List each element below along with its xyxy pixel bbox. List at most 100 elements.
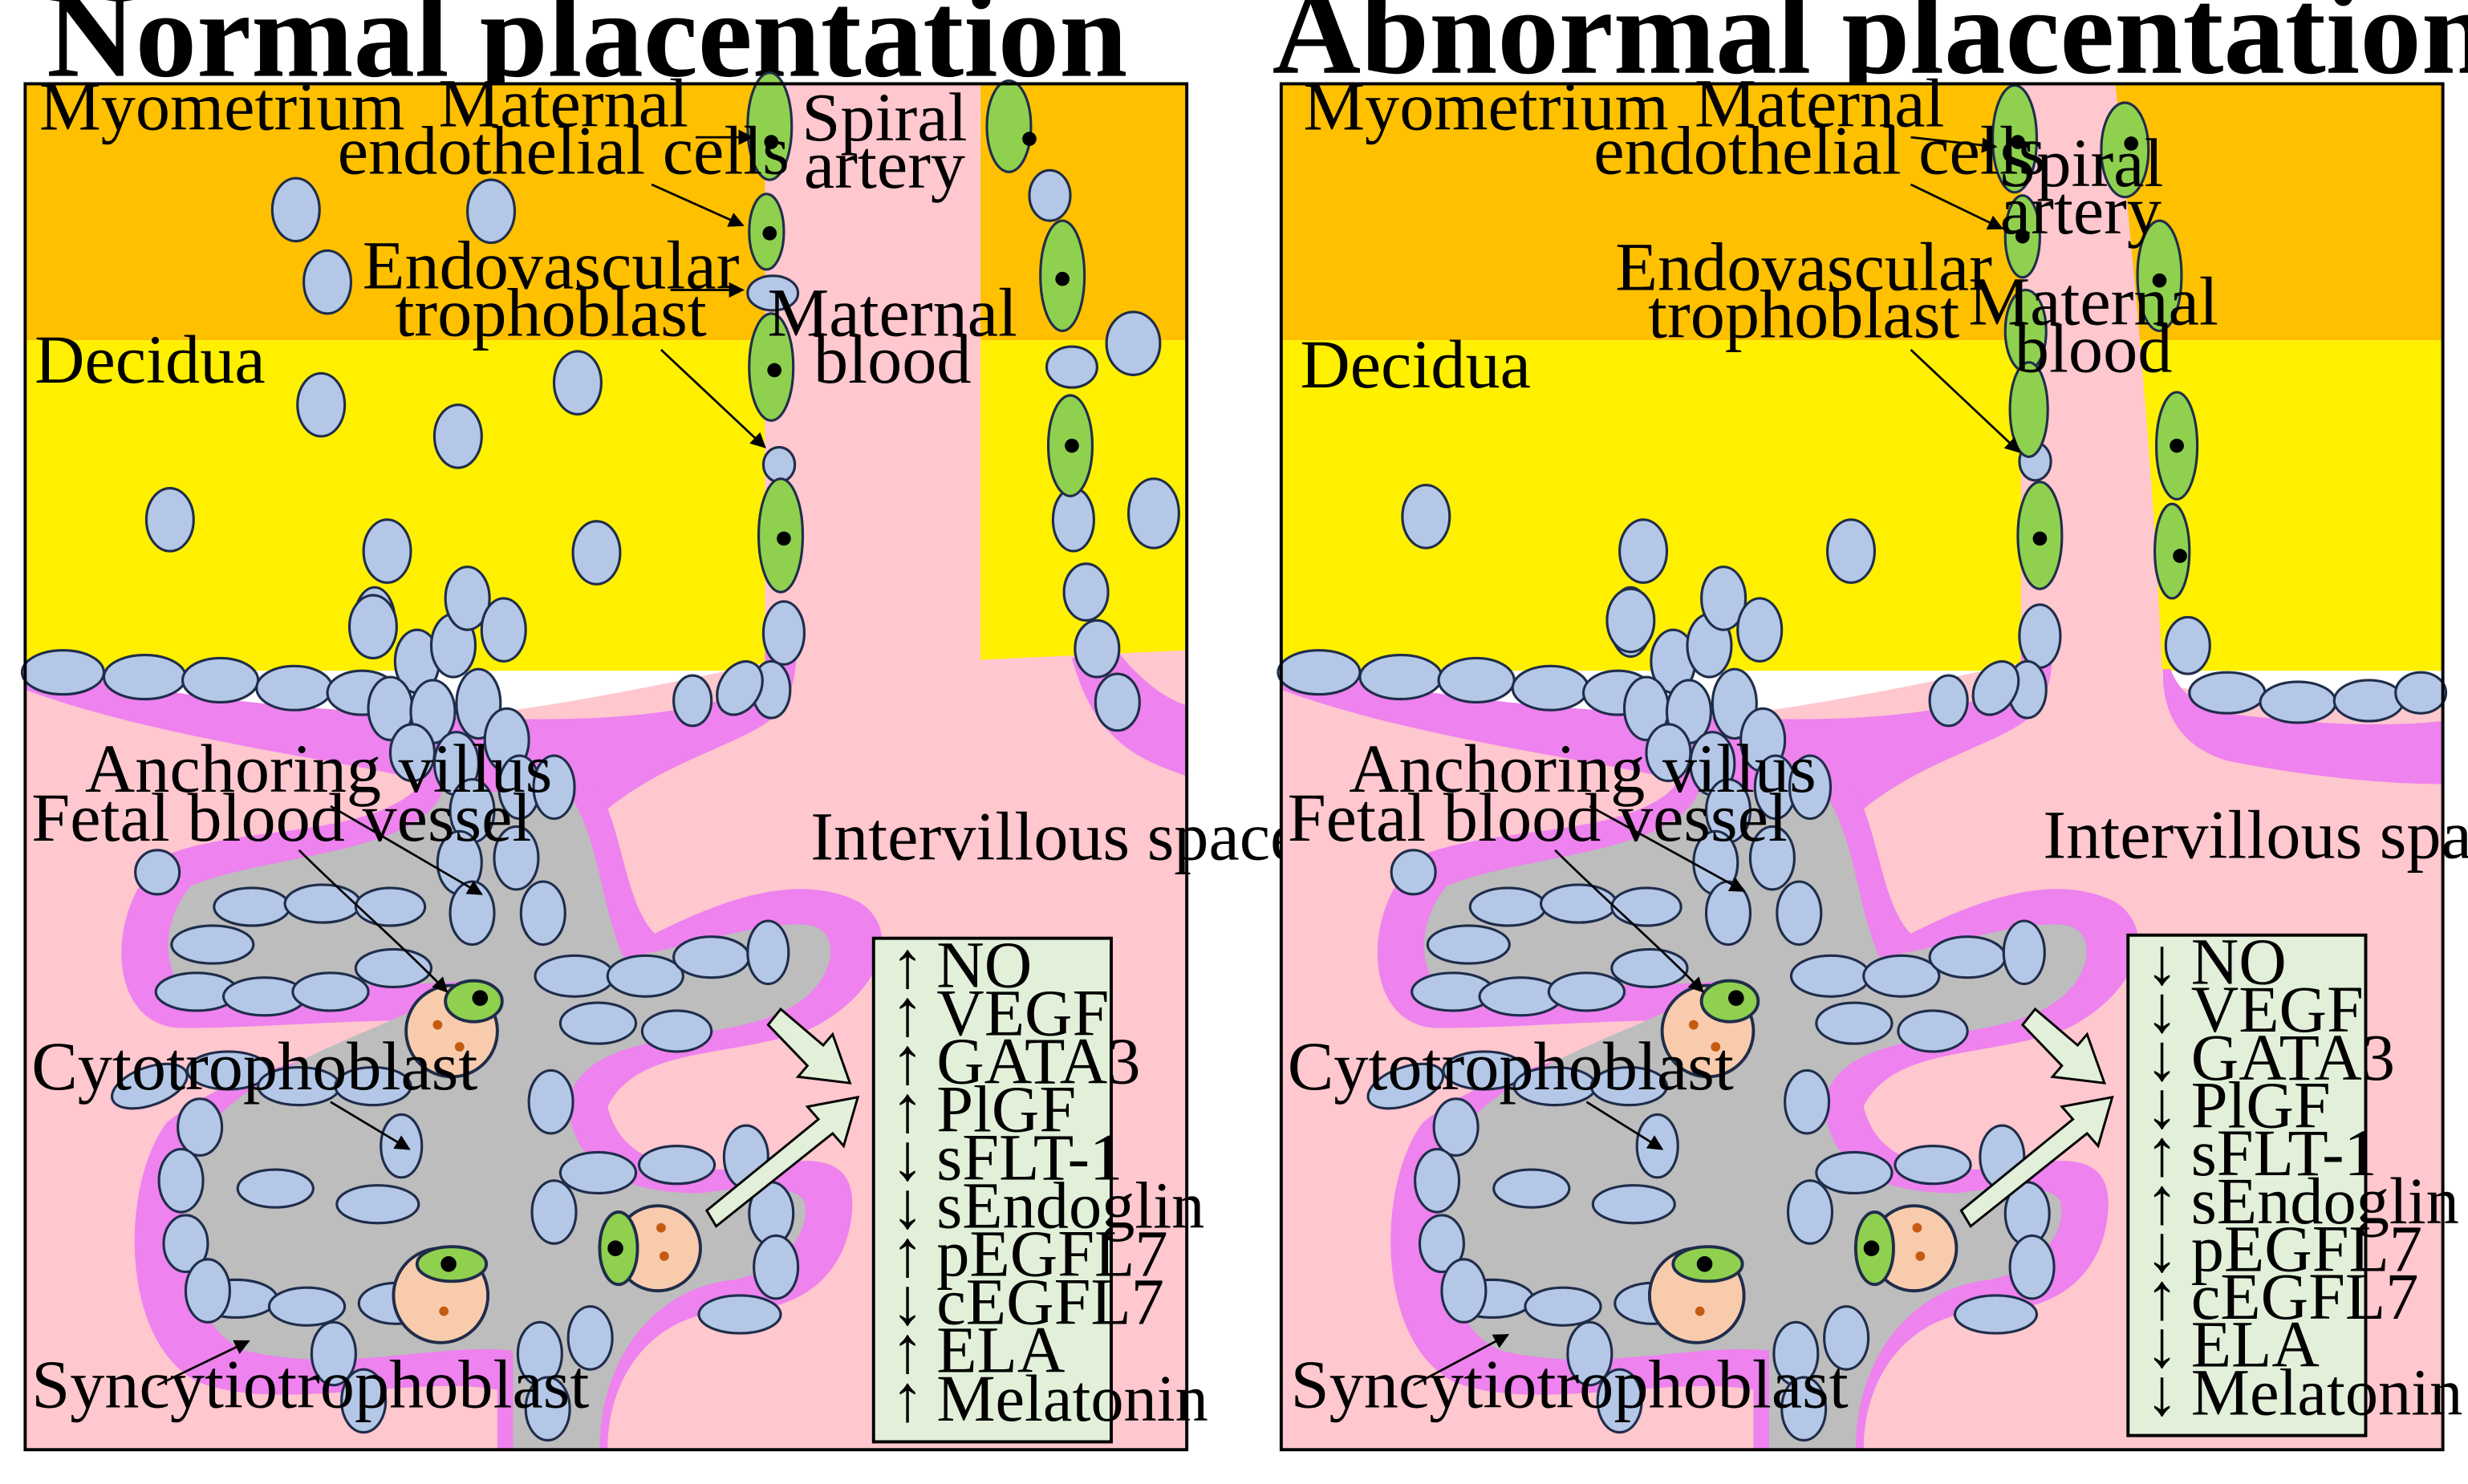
trophoblast-cell <box>761 600 806 666</box>
invading-trophoblast-cell <box>347 594 398 660</box>
trophoblast-cell <box>134 849 181 896</box>
pointer-arrow <box>330 805 483 895</box>
label-fetal-blood-vessel: Fetal blood vessel <box>1288 779 1788 856</box>
label-spiral-1: Spiral <box>1998 124 2163 201</box>
trophoblast-cell <box>524 1376 571 1442</box>
trophoblast-cell <box>1815 1001 1894 1045</box>
factor-item: ↓cEGFL7 <box>891 1266 1164 1339</box>
label-anchoring-villus: Anchoring villus <box>1349 730 1816 807</box>
trophoblast-cell <box>1953 1294 2039 1335</box>
trophoblast-cell <box>162 1214 209 1274</box>
factor-name: sFLT-1 <box>936 1121 1122 1194</box>
trophoblast-cell <box>1105 310 1162 376</box>
trophoblast-cell <box>2188 671 2267 715</box>
block-arrow <box>2020 1007 2107 1085</box>
factor-name: Melatonin <box>936 1362 1208 1435</box>
factor-item: ↑NO <box>891 928 1032 1001</box>
factor-name: GATA3 <box>2191 1021 2395 1094</box>
trophoblast-cell <box>1591 1184 1676 1225</box>
up-arrow-icon: ↑ <box>891 1025 923 1098</box>
red-blood-cell <box>656 1222 666 1233</box>
up-arrow-icon: ↑ <box>891 1218 923 1291</box>
decidua-layer <box>1281 340 2443 671</box>
trophoblast-cell <box>1426 924 1511 965</box>
factor-item: ↑Melatonin <box>891 1362 1208 1435</box>
trophoblast-cell <box>2008 1234 2056 1300</box>
myometrium-layer <box>1281 83 2443 341</box>
cell-nucleus <box>2173 549 2187 563</box>
trophoblast-cell <box>746 274 800 312</box>
factor-item: ↓VEGF <box>2145 973 2364 1046</box>
label-intervillous-space: Intervillous space <box>2043 797 2468 874</box>
trophoblast-cells <box>20 168 1180 1442</box>
trophoblast-cell <box>1596 1368 1643 1434</box>
endothelial-cells <box>746 71 1094 594</box>
trophoblast-cell <box>1440 1258 1488 1324</box>
trophoblast-cell <box>1776 880 1823 947</box>
factor-name: pEGFL7 <box>936 1218 1167 1291</box>
label-maternal-endothelial-2: endothelial cells <box>1593 112 2045 189</box>
cell-nucleus <box>1055 271 1070 286</box>
cell-nucleus <box>762 225 777 241</box>
label-decidua: Decidua <box>35 321 266 398</box>
factor-name: ELA <box>936 1314 1065 1387</box>
trophoblast-cell <box>181 656 260 703</box>
trophoblast-cell <box>2002 919 2046 986</box>
label-fetal-blood-vessel: Fetal blood vessel <box>31 779 531 856</box>
label-endovascular-2: trophoblast <box>395 274 706 351</box>
invading-trophoblast-cell <box>1826 518 1876 584</box>
maternal-endothelial-cell <box>2100 101 2150 199</box>
trophoblast-cell <box>716 660 764 716</box>
red-blood-cell <box>439 1306 449 1316</box>
syncytio-basal-right <box>2162 669 2443 785</box>
cell-nucleus <box>1022 132 1037 146</box>
trophoblast-cell <box>672 674 713 728</box>
trophoblast-cell <box>697 1294 782 1335</box>
trophoblast-cell <box>2394 671 2448 715</box>
invading-trophoblast-cell <box>302 249 353 315</box>
up-arrow-icon: ↑ <box>2145 1260 2178 1333</box>
trophoblast-cell <box>1700 566 1747 631</box>
trophoblast-cell <box>1894 1145 1972 1186</box>
cell-nucleus <box>2032 531 2048 546</box>
trophoblast-cell <box>1928 935 2007 979</box>
label-syncytiotrophoblast: Syncytiotrophoblast <box>1291 1345 1849 1422</box>
label-spiral-1: Spiral <box>802 79 967 156</box>
trophoblast-cell <box>1748 825 1796 891</box>
trophoblast-cell <box>1815 1150 1894 1195</box>
invading-trophoblast-cell <box>1605 587 1656 654</box>
trophoblast-cell <box>637 1145 716 1186</box>
trophoblast-cell <box>1786 1179 1834 1245</box>
maternal-endothelial-cell <box>746 71 794 181</box>
trophoblast-cell <box>1610 947 1689 989</box>
factor-item: ↑pEGFL7 <box>891 1218 1167 1291</box>
trophoblast-cell <box>283 883 362 924</box>
down-arrow-icon: ↓ <box>2145 1308 2178 1381</box>
trophoblast-cell <box>354 947 433 989</box>
trophoblast-cell <box>102 653 188 701</box>
up-arrow-icon: ↑ <box>2145 1117 2178 1190</box>
trophoblast-cell <box>1390 849 1437 896</box>
cell-nucleus <box>1696 1255 1713 1272</box>
pointer-arrow <box>660 348 766 448</box>
down-arrow-icon: ↓ <box>2145 1021 2178 1094</box>
trophoblast-cell <box>310 1320 357 1387</box>
fetal-vessels <box>1647 979 1959 1344</box>
pointer-arrow <box>1910 348 2021 453</box>
factor-name: NO <box>2191 926 2287 999</box>
trophoblast-cell <box>530 1179 578 1245</box>
trophoblast-cell <box>1789 954 1872 998</box>
cell-nucleus <box>777 531 791 546</box>
trophoblast-cell <box>267 1286 347 1327</box>
trophoblast-cell <box>1074 618 1121 679</box>
cell-nucleus <box>767 363 782 378</box>
down-arrow-icon: ↓ <box>891 1121 923 1194</box>
label-maternal-blood-2: blood <box>2015 310 2173 387</box>
label-anchoring-villus: Anchoring villus <box>85 730 552 807</box>
trophoblast-cell <box>1971 660 2020 716</box>
trophoblast-cell <box>236 1168 315 1209</box>
trophoblast-cell <box>1511 664 1589 712</box>
red-blood-cell <box>454 1042 465 1052</box>
red-blood-cell <box>1915 1251 1926 1261</box>
